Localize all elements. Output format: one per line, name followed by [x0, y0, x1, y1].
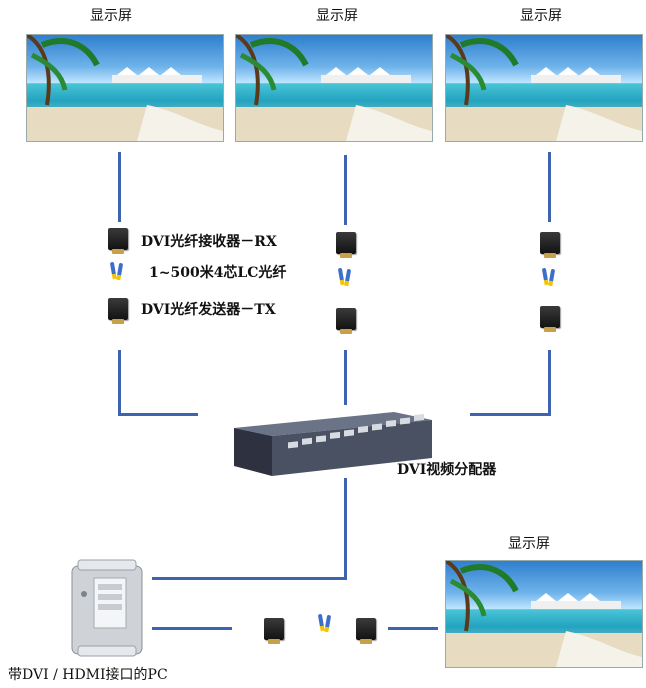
splitter-label: DVI视频分配器 [397, 459, 496, 479]
fiber-transmitter-icon [264, 618, 284, 640]
connector-line [118, 350, 121, 416]
display-screen-4 [445, 560, 643, 668]
screen-4-label: 显示屏 [508, 533, 550, 553]
fiber-receiver-icon [336, 232, 356, 254]
connector-line [118, 152, 121, 222]
connector-line [152, 577, 347, 580]
display-screen-1 [26, 34, 224, 142]
display-screen-3 [445, 34, 643, 142]
lc-fiber-icon [338, 268, 354, 286]
screen-3-label: 显示屏 [520, 5, 562, 25]
connector-line [548, 152, 551, 222]
connector-line [548, 350, 551, 416]
connector-line [470, 413, 551, 416]
connector-line [344, 478, 347, 580]
legend-fiber-label: 1~500米4芯LC光纤 [149, 262, 286, 282]
pc-tower-icon [64, 556, 150, 660]
beach-display-icon [27, 35, 223, 141]
fiber-transmitter-icon [540, 306, 560, 328]
connector-line [118, 413, 198, 416]
fiber-receiver-icon [108, 228, 128, 250]
lc-fiber-icon [318, 614, 334, 632]
connector-line [344, 155, 347, 225]
beach-display-icon [446, 35, 642, 141]
connector-line [388, 627, 438, 630]
connector-line [344, 350, 347, 405]
connector-line [152, 627, 232, 630]
legend-transmitter-label: DVI光纤发送器－TX [141, 299, 276, 319]
beach-display-icon [236, 35, 432, 141]
pc-label: 带DVI / HDMI接口的PC [8, 664, 168, 684]
legend-receiver-label: DVI光纤接收器－RX [141, 231, 277, 251]
display-screen-2 [235, 34, 433, 142]
lc-fiber-icon [542, 268, 558, 286]
fiber-transmitter-icon [108, 298, 128, 320]
beach-display-icon [446, 561, 642, 667]
screen-2-label: 显示屏 [316, 5, 358, 25]
fiber-receiver-icon [356, 618, 376, 640]
screen-1-label: 显示屏 [90, 5, 132, 25]
lc-fiber-icon [110, 262, 126, 280]
fiber-transmitter-icon [336, 308, 356, 330]
fiber-receiver-icon [540, 232, 560, 254]
